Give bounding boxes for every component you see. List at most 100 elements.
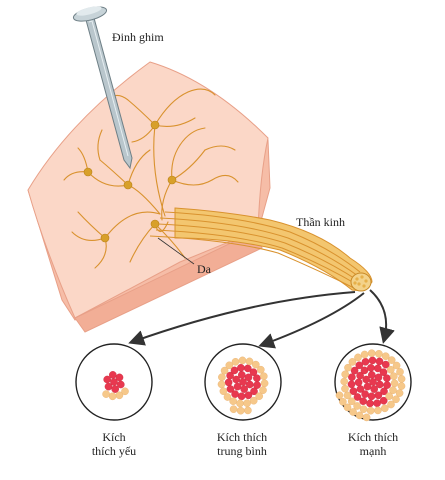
inactive-fiber: [355, 411, 364, 420]
active-fiber: [243, 364, 252, 373]
inactive-fiber: [220, 366, 229, 375]
pin-illustration: [72, 6, 133, 170]
active-fiber: [224, 378, 233, 387]
inactive-fiber: [121, 387, 129, 396]
active-fiber: [237, 392, 246, 401]
active-fiber: [230, 366, 239, 375]
inactive-fiber: [238, 356, 247, 365]
inactive-fiber: [381, 352, 390, 361]
inactive-fiber: [236, 406, 245, 415]
cross-section-strong: [334, 343, 412, 422]
inactive-fiber: [360, 350, 369, 359]
active-fiber: [237, 371, 246, 379]
caption-strong-line1: Kích thích: [347, 430, 399, 444]
active-fiber: [383, 381, 391, 389]
nerve-bundle: [149, 207, 373, 292]
active-fiber: [244, 373, 253, 382]
inactive-fiber: [343, 403, 352, 412]
active-fiber: [111, 385, 119, 393]
active-fiber: [240, 385, 248, 393]
active-fiber: [375, 357, 384, 366]
cross-section-weak: [75, 343, 153, 421]
inactive-fiber: [375, 349, 383, 358]
arrow-to-medium: [258, 292, 365, 349]
active-fiber: [374, 391, 383, 400]
active-fiber: [347, 380, 356, 389]
active-fiber: [226, 371, 234, 380]
active-fiber: [361, 390, 369, 398]
caption-weak-line1: Kích: [102, 430, 126, 444]
caption-medium: Kích thích trung bình: [192, 430, 292, 458]
inactive-fiber: [259, 372, 268, 381]
active-fiber: [237, 363, 245, 372]
inactive-fiber: [218, 373, 226, 382]
inactive-fiber: [366, 406, 375, 415]
inactive-fiber: [343, 391, 352, 400]
inactive-fiber: [251, 360, 260, 369]
caption-strong-line2: mạnh: [359, 444, 387, 458]
inactive-fiber: [102, 390, 110, 398]
active-fiber: [360, 366, 369, 375]
arrows: [128, 289, 395, 349]
active-fiber: [374, 373, 383, 382]
inactive-fiber: [256, 365, 265, 374]
inactive-fiber: [385, 392, 394, 401]
inactive-fiber: [225, 361, 234, 370]
inactive-fiber: [236, 399, 244, 408]
cross-sections: [75, 343, 412, 422]
inactive-fiber: [244, 406, 252, 415]
nerve-ending-bodies: [83, 120, 177, 243]
pin-shaft-highlight: [88, 20, 129, 157]
caption-weak-line2: thích yếu: [91, 444, 137, 458]
active-fiber: [381, 360, 390, 369]
inactive-fiber: [245, 357, 254, 366]
inactive-fiber: [353, 402, 361, 410]
active-fiber: [349, 387, 358, 396]
nerve-end-dots: [353, 275, 368, 288]
inactive-fiber: [341, 384, 349, 393]
skin-label-leader: [157, 237, 195, 265]
active-fiber: [232, 375, 240, 384]
caption-medium-line1: Kích thích: [216, 430, 268, 444]
inactive-fiber: [359, 405, 368, 414]
inactive-fiber: [223, 393, 232, 401]
active-fiber: [253, 381, 261, 389]
inactive-fiber: [367, 349, 376, 358]
active-fiber: [367, 371, 376, 379]
inactive-fiber: [349, 408, 357, 416]
active-fiber: [366, 399, 374, 408]
inactive-fiber: [231, 357, 240, 366]
active-fiber: [383, 374, 391, 383]
active-fiber: [355, 361, 364, 370]
active-fiber: [373, 364, 382, 373]
active-fiber: [363, 382, 372, 391]
inactive-fiber: [390, 379, 399, 388]
inactive-fiber: [340, 377, 349, 386]
skin-label: Da: [197, 262, 211, 276]
active-fiber: [354, 378, 363, 387]
active-fiber: [103, 375, 111, 384]
inactive-fiber: [348, 358, 357, 366]
arrow-to-weak: [128, 291, 356, 346]
inactive-fiber: [374, 406, 382, 415]
nerve-ending-body: [150, 219, 160, 229]
nerve-ending-body: [167, 175, 177, 185]
inactive-fiber: [249, 396, 258, 405]
active-fiber: [348, 373, 356, 382]
inactive-fiber: [389, 386, 397, 395]
active-fiber: [104, 382, 113, 391]
inactive-fiber: [339, 397, 347, 406]
active-fiber: [350, 366, 359, 375]
active-fiber: [361, 357, 370, 366]
active-fiber: [109, 371, 117, 379]
skin-top-face: [27, 61, 269, 319]
nerve-fibers: [149, 211, 361, 289]
arrow-to-strong: [369, 289, 395, 344]
active-fiber: [362, 375, 371, 384]
cross-section-medium: [204, 343, 282, 421]
skin-block: [27, 61, 271, 333]
pin-head-top: [76, 6, 102, 16]
inactive-fiber: [362, 413, 371, 422]
